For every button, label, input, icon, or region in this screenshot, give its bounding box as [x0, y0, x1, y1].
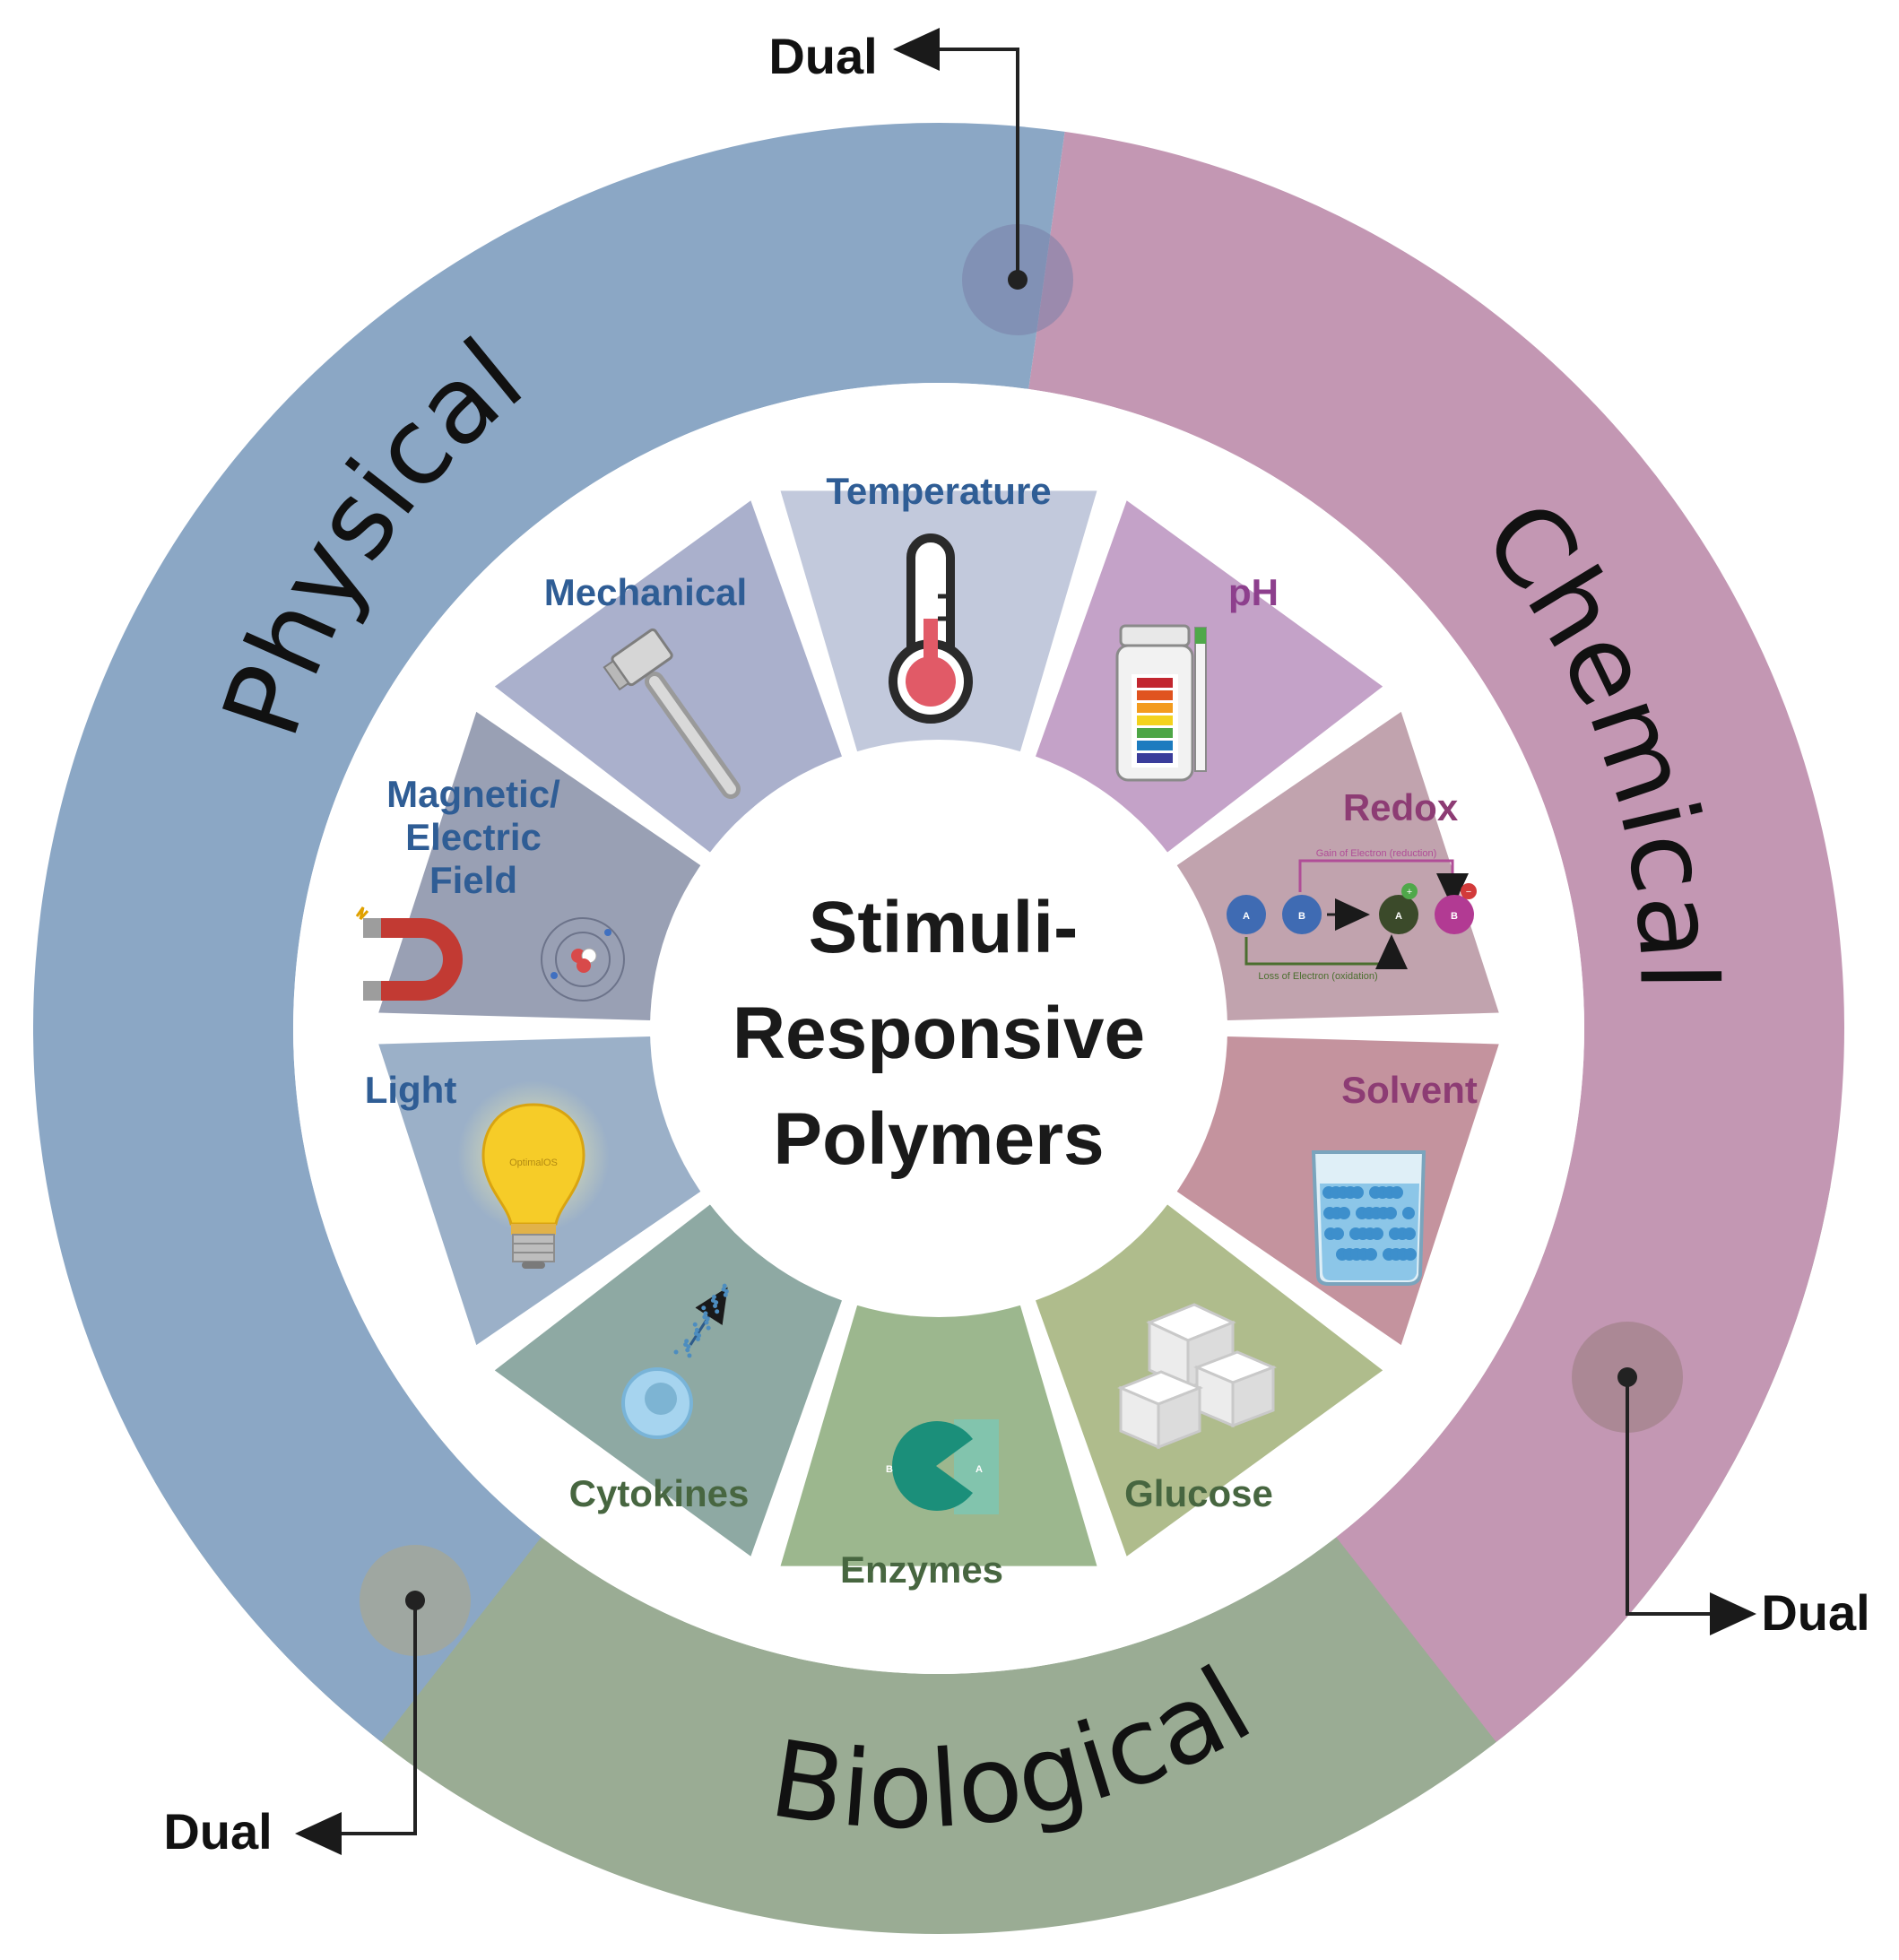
enzyme-letter-b: B — [886, 1464, 893, 1475]
redox-charge-minus: − — [1466, 887, 1471, 898]
solvent-particle — [1384, 1207, 1397, 1219]
beaker-icon — [1311, 1150, 1426, 1286]
solvent-particle — [1391, 1186, 1403, 1199]
cytokine-particle — [695, 1336, 700, 1341]
segment-label-mechanical: Mechanical — [544, 571, 747, 613]
hammer-icon — [603, 628, 741, 799]
center-title-line1: Stimuli- — [809, 887, 1079, 968]
cytokine-particle — [673, 1349, 679, 1355]
center-title-line2: Responsive — [733, 993, 1145, 1074]
cytokine-particle — [685, 1348, 690, 1353]
segment-wedge-mechanical — [494, 500, 842, 853]
redox-letter-4: B — [1451, 911, 1458, 922]
redox-b-circle — [1282, 895, 1322, 934]
segment-label-glucose: Glucose — [1124, 1472, 1273, 1514]
solvent-particle — [1365, 1248, 1377, 1261]
redox-charge-plus: + — [1407, 887, 1412, 898]
redox-letter-1: A — [1243, 911, 1250, 922]
dual-left-connector: Dual — [163, 1545, 471, 1860]
solvent-particle — [1404, 1248, 1417, 1261]
segment-label-cytokines: Cytokines — [569, 1472, 750, 1514]
dual-label-left: Dual — [163, 1803, 272, 1860]
cytokine-particle — [706, 1325, 711, 1331]
cytokine-particle — [702, 1314, 707, 1320]
cytokine-particle — [722, 1283, 727, 1288]
cytokine-particle — [692, 1322, 698, 1327]
cytokine-particle — [723, 1292, 728, 1297]
segment-label-magnetic-line3: Field — [429, 859, 517, 901]
redox-letter-3: A — [1395, 911, 1402, 922]
center-title-line3: Polymers — [773, 1098, 1104, 1180]
dual-right-connector: Dual — [1572, 1322, 1870, 1641]
segment-label-temperature: Temperature — [826, 470, 1051, 512]
enzyme-letter-a: A — [976, 1464, 983, 1475]
segment-wedge-redox — [1176, 711, 1499, 1021]
dual-top-connector: Dual — [768, 28, 1073, 335]
solvent-particle — [1402, 1207, 1415, 1219]
horseshoe-magnet-icon — [355, 906, 463, 1001]
cytokine-particle — [687, 1353, 692, 1358]
segment-label-enzymes: Enzymes — [840, 1548, 1003, 1591]
redox-scheme-icon: Gain of Electron (reduction) Loss of Ele… — [1227, 848, 1477, 982]
solvent-particle — [1338, 1207, 1350, 1219]
cytokine-particle — [704, 1320, 709, 1325]
ph-strip-icon — [1194, 627, 1207, 772]
segment-label-magnetic-line1: Magnetic/ — [386, 773, 560, 815]
solvent-particle — [1403, 1227, 1416, 1240]
physical-band — [32, 122, 1065, 1742]
atom-icon — [541, 917, 625, 1002]
cytokine-particle — [710, 1297, 715, 1303]
segment-label-ph: pH — [1228, 571, 1279, 613]
segment-label-light: Light — [365, 1069, 457, 1111]
cytokine-particle — [703, 1311, 708, 1316]
cytokine-particle — [701, 1305, 707, 1311]
redox-letter-2: B — [1298, 911, 1305, 922]
light-bulb-icon: OptimalOS — [457, 1080, 610, 1269]
segment-labels: Temperature pH Redox Solvent Glucose Enz… — [365, 470, 1478, 1591]
thermometer-icon — [889, 533, 973, 724]
redox-a-circle — [1227, 895, 1266, 934]
segment-label-solvent: Solvent — [1341, 1069, 1478, 1111]
redox-loss-text: Loss of Electron (oxidation) — [1258, 971, 1377, 982]
biological-band — [154, 1140, 1831, 1935]
segment-label-magnetic-line2: Electric — [405, 816, 542, 858]
redox-gain-text: Gain of Electron (reduction) — [1316, 848, 1437, 859]
cytokine-cell-icon — [621, 1283, 729, 1439]
solvent-particle — [1371, 1227, 1383, 1240]
dual-label-right: Dual — [1761, 1584, 1869, 1641]
redox-b-reduced-circle — [1435, 895, 1474, 934]
cytokine-particle — [684, 1339, 689, 1344]
segment-label-redox: Redox — [1343, 786, 1459, 828]
cytokine-particle — [694, 1327, 699, 1332]
cytokine-particle — [711, 1294, 716, 1299]
enzyme-substrate-icon: B A — [886, 1419, 999, 1514]
cytokine-particle — [715, 1309, 720, 1314]
solvent-particle — [1331, 1227, 1344, 1240]
cytokine-particle — [683, 1342, 689, 1348]
ph-jar-icon — [1115, 624, 1194, 782]
cytokine-particle — [693, 1331, 698, 1336]
dual-label-top: Dual — [768, 28, 877, 84]
cytokine-particle — [721, 1287, 726, 1292]
sugar-cubes-icon — [1117, 1303, 1278, 1450]
bulb-filament-text: OptimalOS — [509, 1158, 558, 1168]
redox-a-oxidized-circle — [1379, 895, 1418, 934]
center-disc — [650, 740, 1227, 1317]
solvent-particle — [1351, 1186, 1364, 1199]
cytokine-particle — [713, 1304, 718, 1309]
